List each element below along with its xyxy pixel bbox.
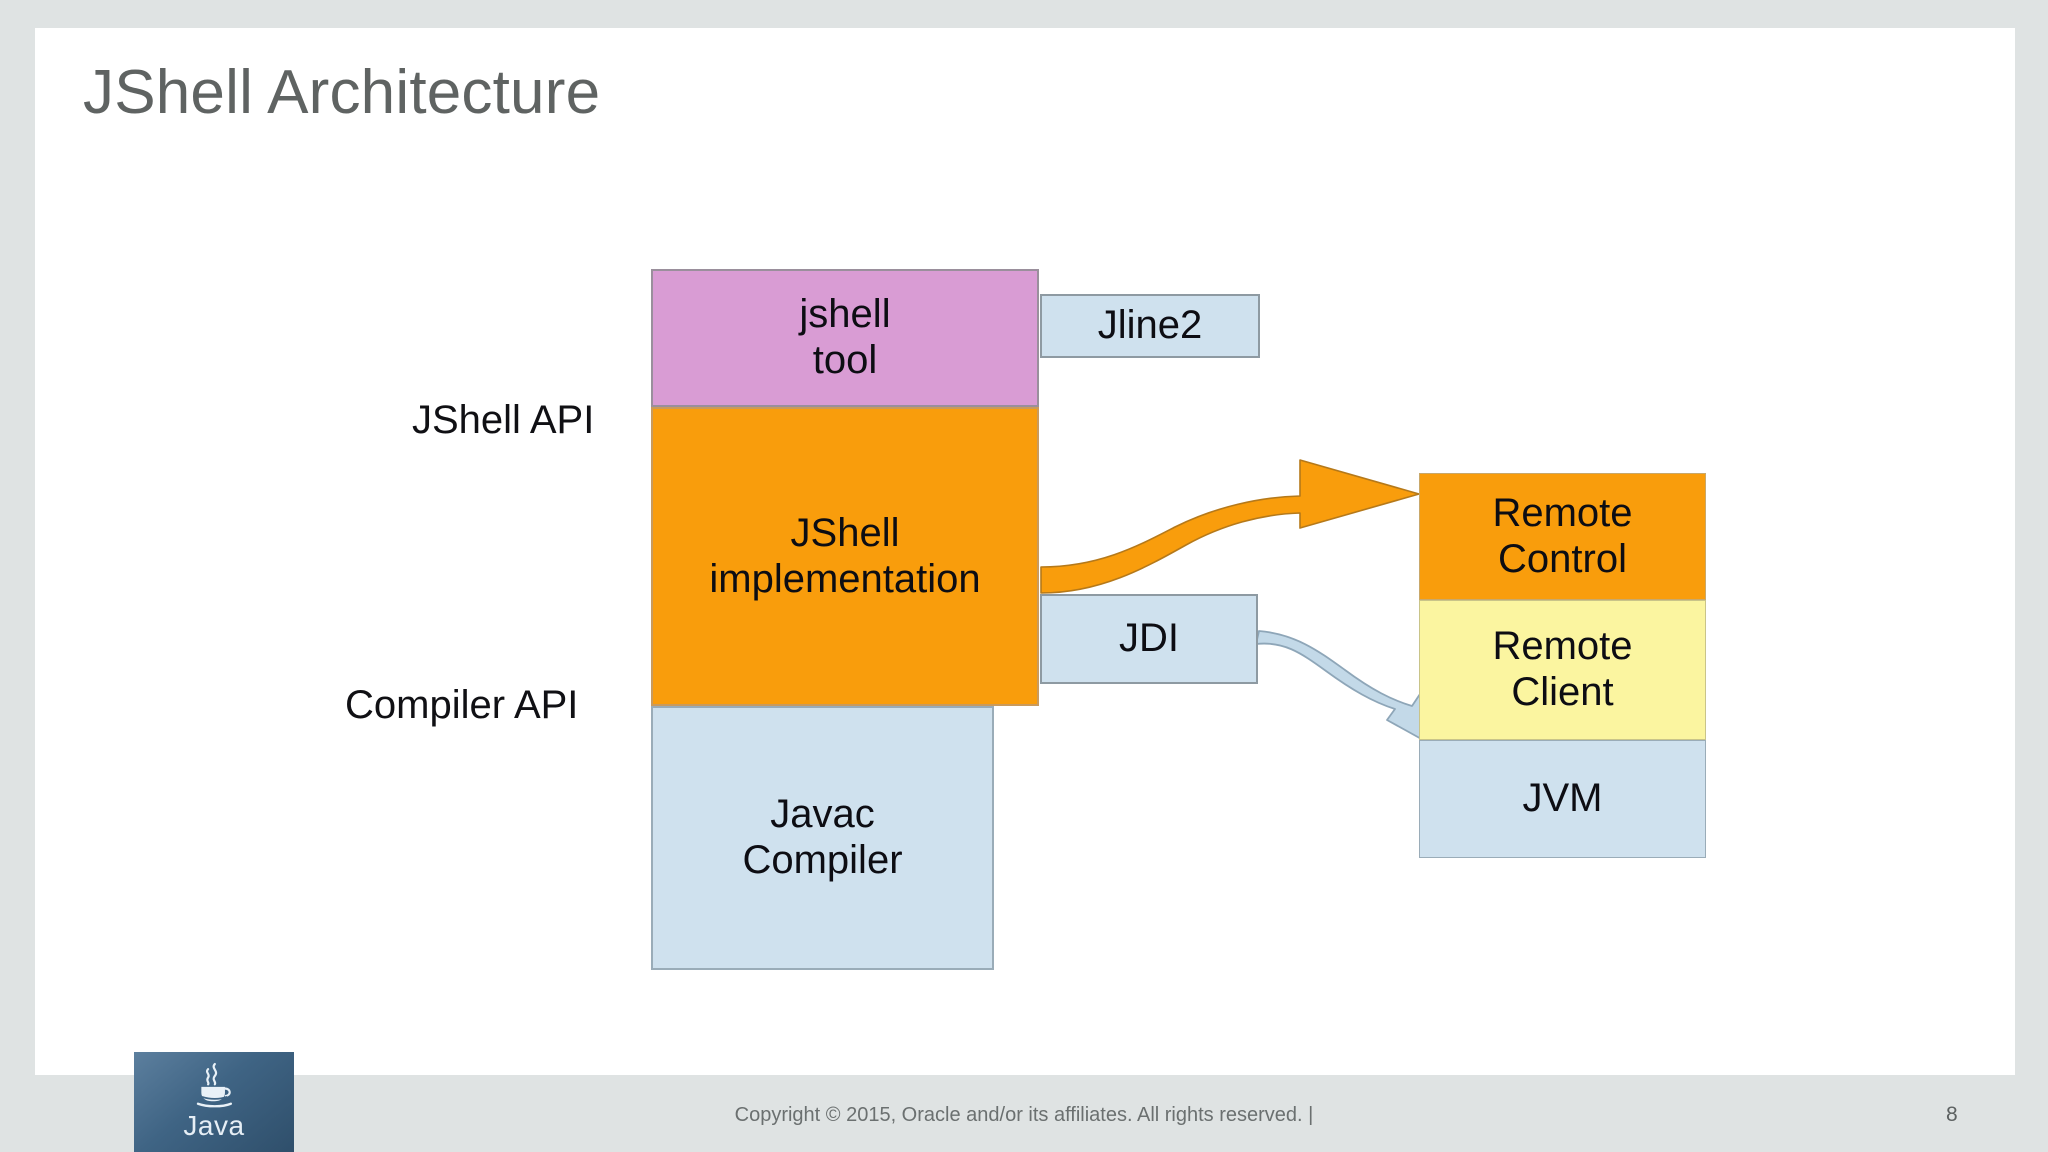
label-compiler-api: Compiler API bbox=[345, 683, 579, 727]
box-remote-control: Remote Control bbox=[1419, 473, 1706, 600]
box-jshell-tool: jshell tool bbox=[651, 269, 1039, 407]
box-remote-client: Remote Client bbox=[1419, 600, 1706, 740]
box-jline2: Jline2 bbox=[1040, 294, 1260, 358]
footer-copyright: Copyright © 2015, Oracle and/or its affi… bbox=[734, 1104, 1314, 1126]
box-jdi: JDI bbox=[1040, 594, 1258, 684]
java-coffee-cup-icon bbox=[134, 1058, 294, 1114]
box-javac-compiler: Javac Compiler bbox=[651, 706, 994, 970]
page-title: JShell Architecture bbox=[83, 58, 601, 127]
footer-page-number: 8 bbox=[1946, 1103, 1958, 1126]
box-jvm: JVM bbox=[1419, 740, 1706, 858]
java-logo: Java bbox=[134, 1052, 294, 1152]
box-jshell-implementation: JShell implementation bbox=[651, 407, 1039, 706]
java-logo-label: Java bbox=[183, 1110, 245, 1141]
footer-bar bbox=[0, 1075, 2048, 1152]
label-jshell-api: JShell API bbox=[412, 398, 595, 442]
